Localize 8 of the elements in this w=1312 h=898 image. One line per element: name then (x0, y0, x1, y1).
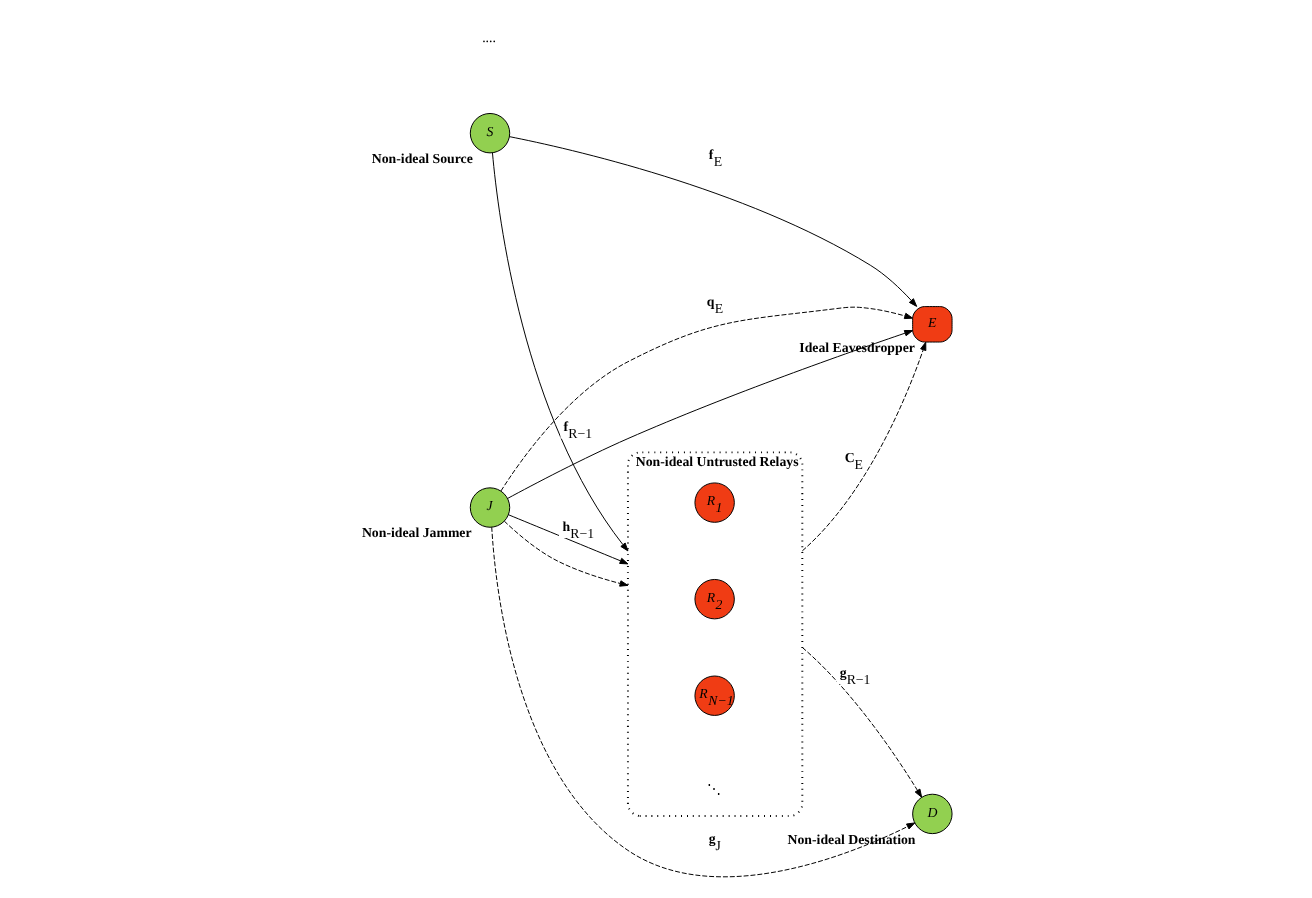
arrow (800, 341, 926, 552)
arrow (508, 136, 917, 307)
arrow (506, 330, 913, 499)
arrow (490, 526, 915, 878)
arrow (502, 520, 628, 587)
arrow (499, 306, 913, 492)
arrow (491, 152, 628, 552)
arrow (800, 646, 922, 798)
